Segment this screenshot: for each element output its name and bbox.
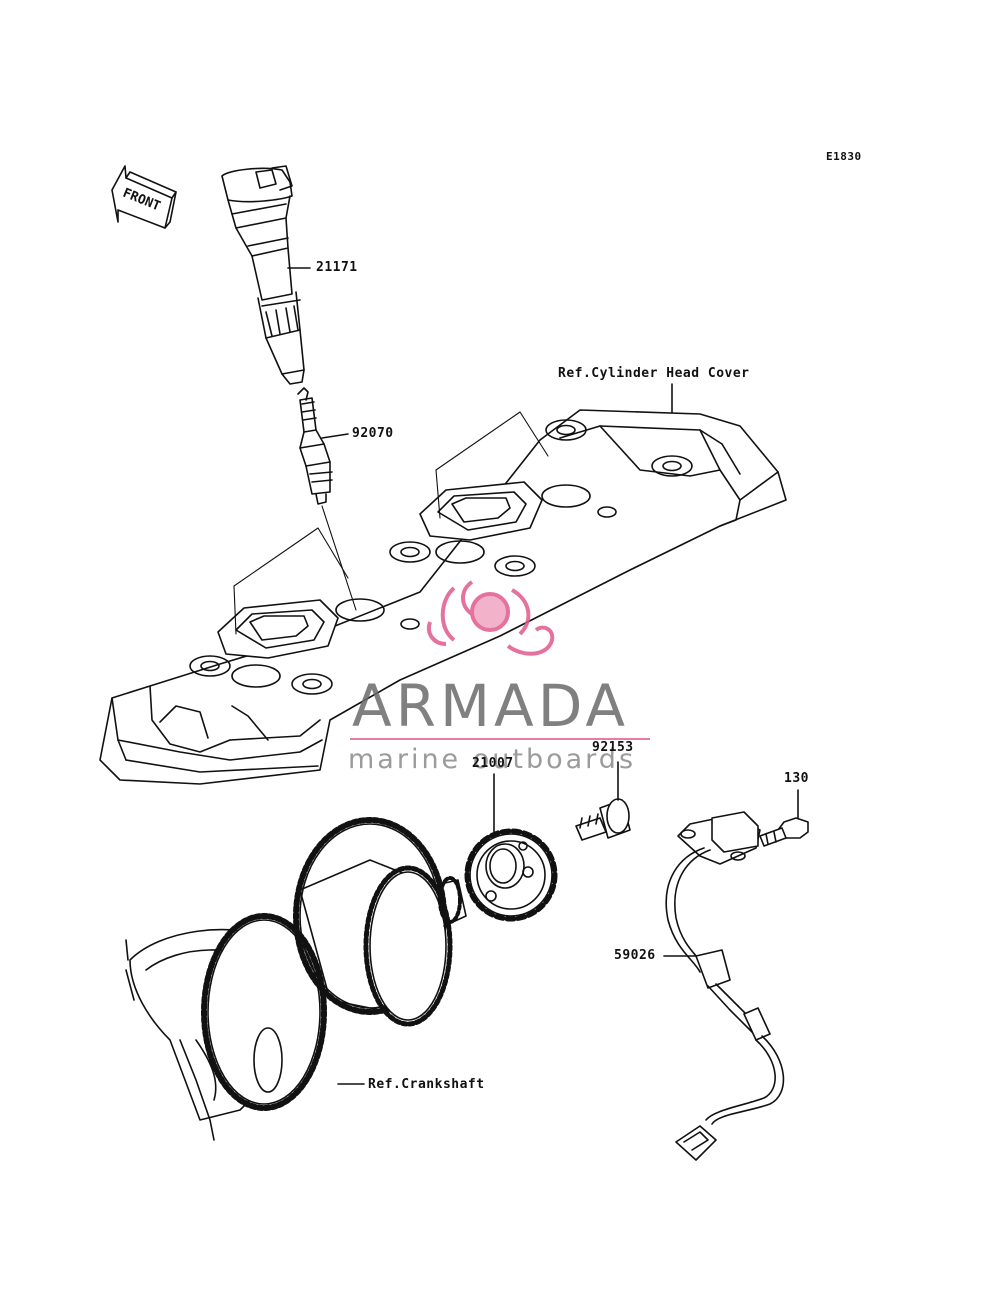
part-number-92070[interactable]: 92070 — [352, 426, 394, 441]
watermark-rule — [350, 738, 650, 740]
crankshaft — [125, 817, 467, 1141]
rotor-bolt — [575, 798, 631, 841]
spark-plug — [297, 387, 333, 505]
leader-cover-left — [233, 585, 237, 635]
armada-logo-icon — [427, 580, 555, 656]
watermark-brand: ARMADA — [352, 672, 630, 740]
leader-cover-right — [435, 469, 441, 519]
leader-plug-to-cover — [321, 505, 357, 611]
cover-bracket-left — [233, 527, 349, 587]
ref-cylinder-head-cover: Ref.Cylinder Head Cover — [558, 366, 750, 381]
front-arrow-icon: FRONT — [111, 165, 177, 229]
part-number-21171[interactable]: 21171 — [316, 260, 358, 275]
ref-crankshaft: Ref.Crankshaft — [368, 1077, 485, 1092]
crank-sensor — [665, 811, 785, 1161]
ignition-coil — [221, 165, 305, 385]
watermark-tagline: marine outboards — [348, 744, 637, 775]
cover-bracket-right — [435, 411, 549, 471]
leader-92070 — [321, 433, 349, 439]
part-number-92153[interactable]: 92153 — [592, 740, 634, 755]
part-number-130[interactable]: 130 — [784, 771, 809, 786]
part-number-59026[interactable]: 59026 — [614, 948, 656, 963]
cylinder-head-cover — [99, 409, 787, 785]
diagram-code: E1830 — [826, 150, 862, 163]
sensor-bolt — [759, 817, 809, 847]
timing-rotor — [464, 828, 558, 922]
part-number-21007[interactable]: 21007 — [472, 756, 514, 771]
